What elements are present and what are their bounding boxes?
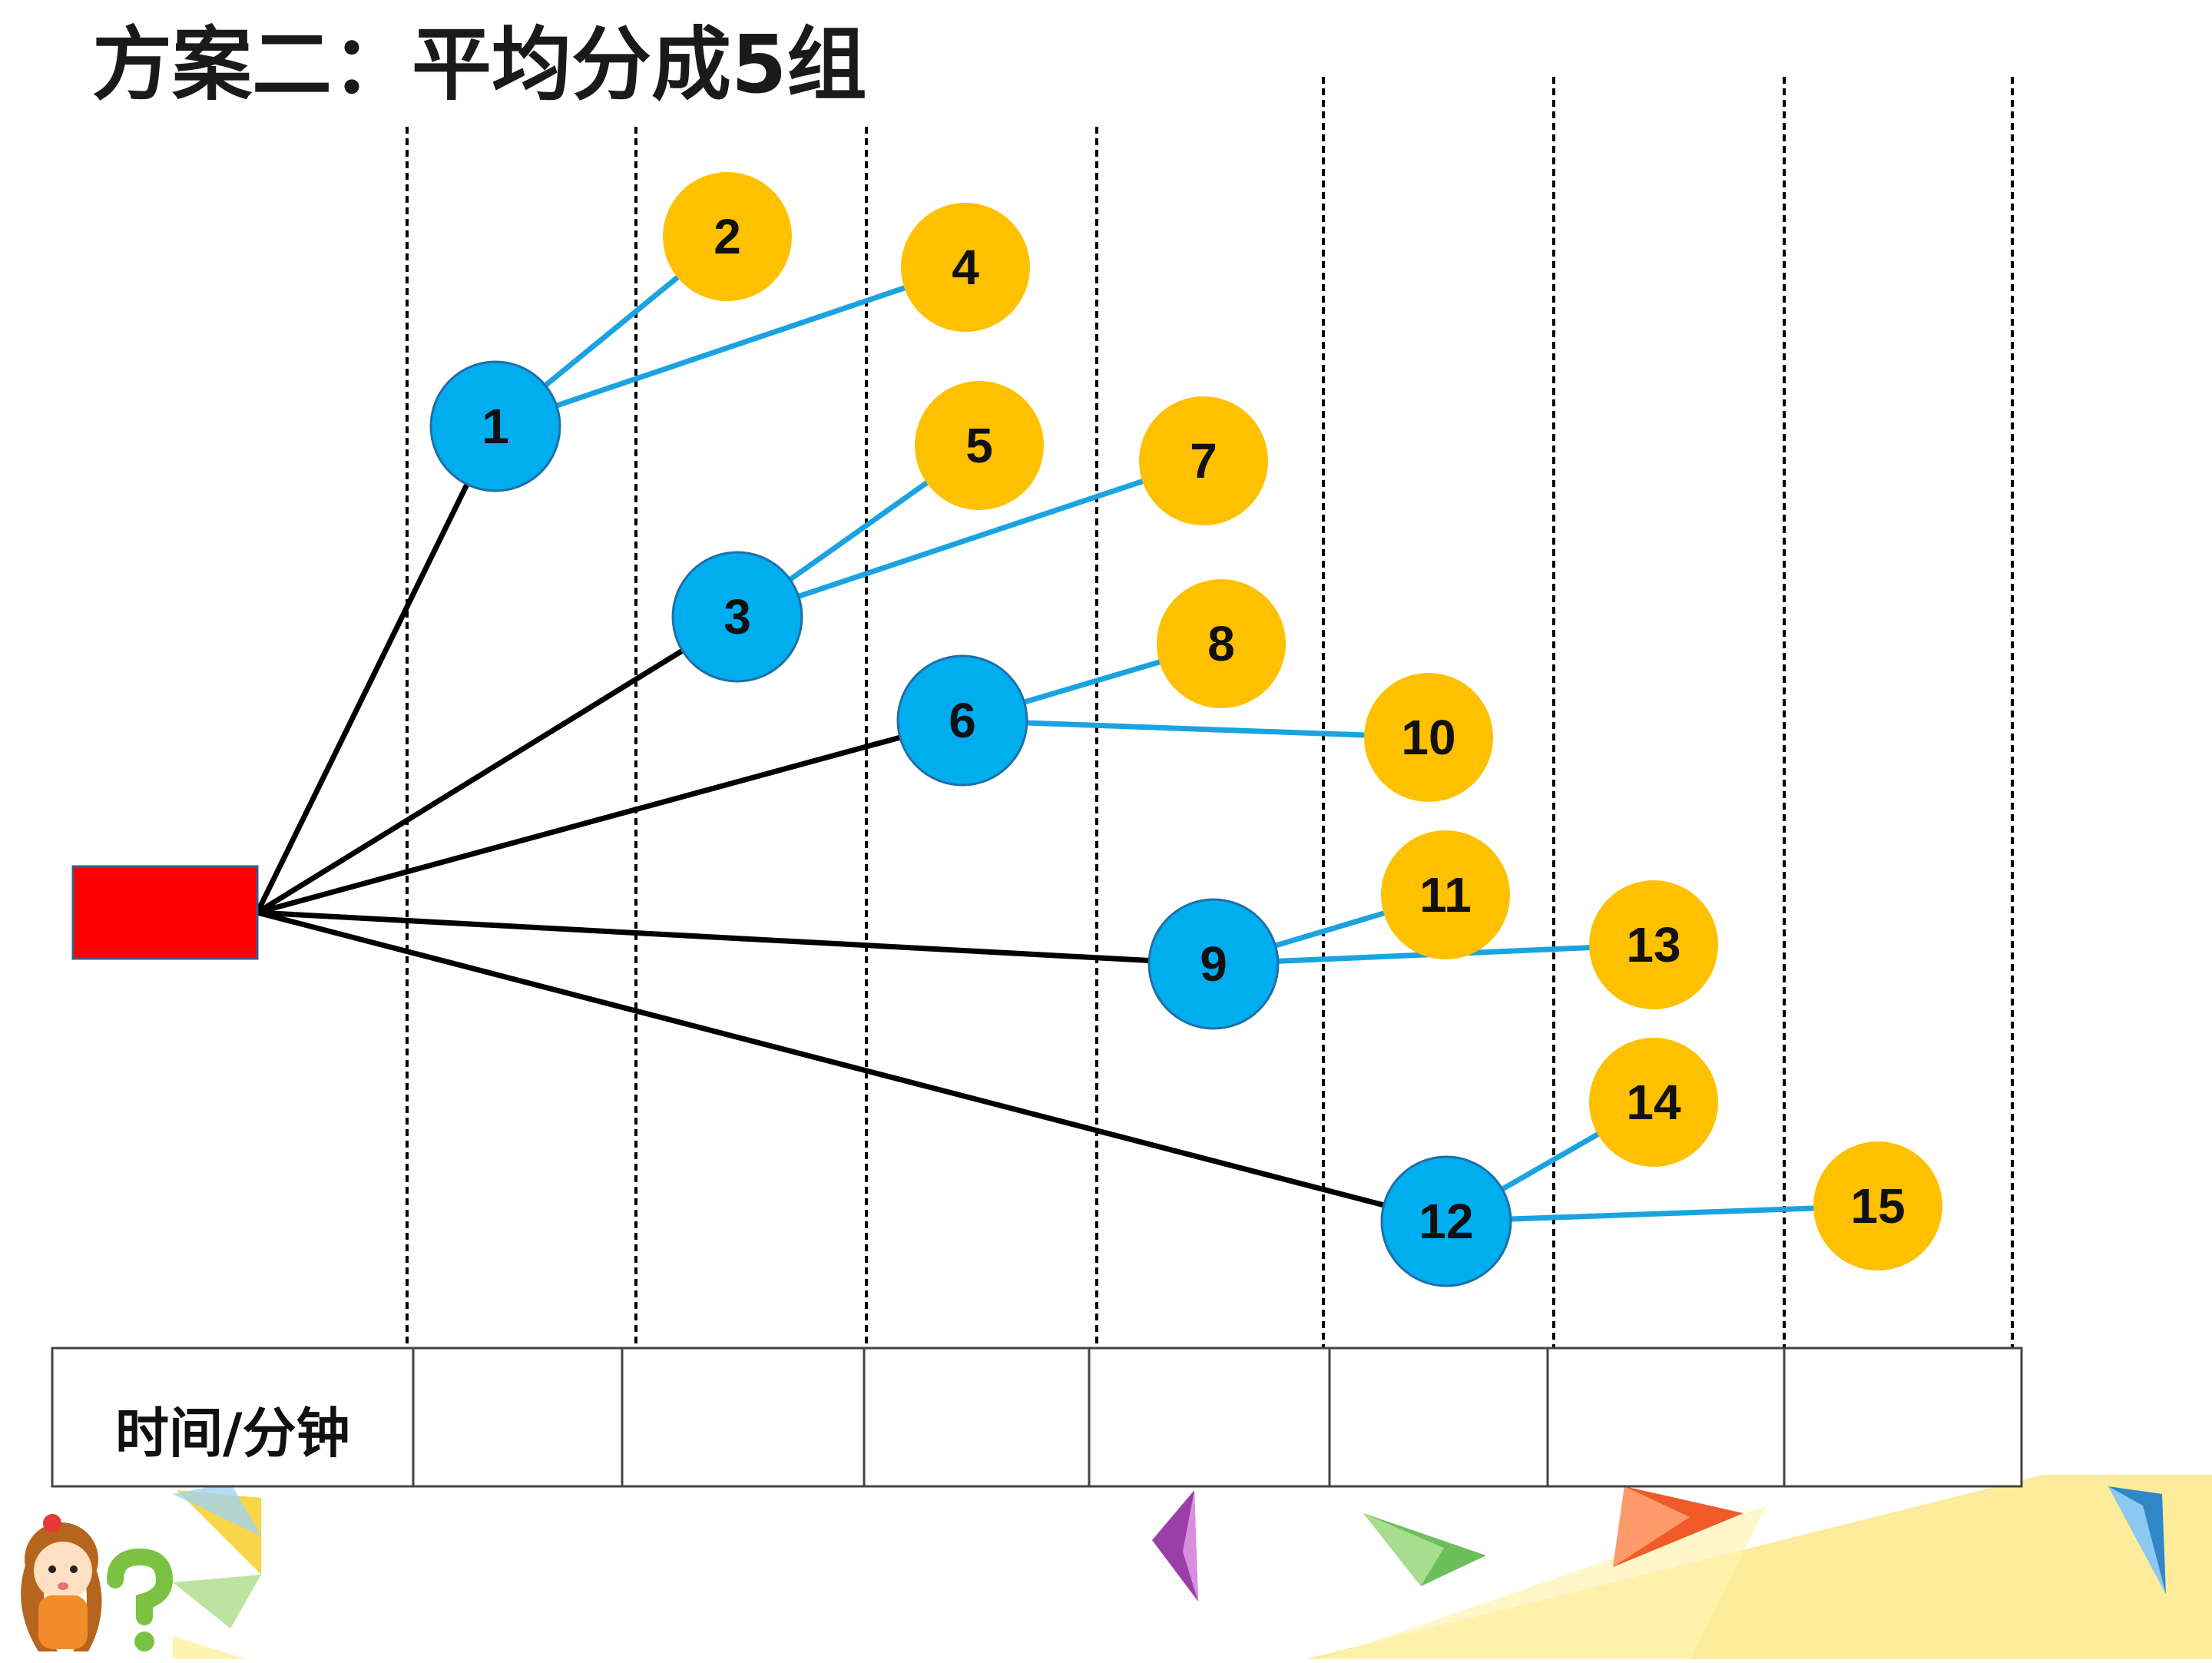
- flag-purple-shade: [1183, 1490, 1198, 1602]
- node-15: 15: [1813, 1141, 1942, 1270]
- node-3: 3: [671, 551, 803, 683]
- flag-left-blue: [173, 1482, 261, 1536]
- node-circle: [1380, 1155, 1512, 1287]
- node-circle: [901, 203, 1030, 332]
- node-circle: [1364, 673, 1493, 802]
- girl-question-mark-icon: [21, 1514, 174, 1651]
- node-circle: [671, 551, 803, 683]
- flag-left-green: [173, 1575, 261, 1628]
- node-circle: [429, 360, 561, 492]
- node-4: 4: [901, 203, 1030, 332]
- connector-12-15: [1445, 1203, 1879, 1224]
- connector-source-6: [257, 717, 963, 916]
- node-label: 9: [1200, 936, 1227, 992]
- node-7: 7: [1139, 396, 1268, 525]
- node-label: 8: [1207, 616, 1235, 671]
- flags-decoration: [173, 1475, 2212, 1659]
- node-circle: [1157, 579, 1286, 708]
- node-12: 12: [1380, 1155, 1512, 1287]
- node-circle: [1813, 1141, 1942, 1270]
- node-label: 2: [714, 209, 741, 264]
- connector-6-10: [962, 717, 1429, 740]
- node-circle: [663, 172, 792, 301]
- node-9: 9: [1147, 898, 1280, 1030]
- node-6: 6: [896, 654, 1028, 787]
- connector-3-7: [736, 458, 1205, 620]
- dashed-time-lines: [406, 77, 2014, 1348]
- node-label: 5: [965, 418, 993, 473]
- node-label: 4: [952, 240, 979, 295]
- node-label: 1: [482, 399, 509, 454]
- node-circle: [1147, 898, 1280, 1030]
- connector-1-4: [494, 264, 967, 429]
- flag-purple: [1152, 1490, 1198, 1602]
- node-label: 14: [1626, 1075, 1681, 1130]
- node-label: 10: [1401, 710, 1455, 765]
- node-1: 1: [429, 360, 561, 492]
- node-label: 6: [949, 693, 976, 748]
- node-11: 11: [1381, 830, 1510, 959]
- connector-source-12: [257, 909, 1447, 1224]
- node-label: 12: [1419, 1194, 1473, 1249]
- node-label: 15: [1850, 1178, 1905, 1234]
- node-14: 14: [1589, 1038, 1718, 1167]
- connector-source-3: [256, 615, 739, 915]
- node-label: 3: [724, 589, 751, 644]
- connector-source-9: [257, 909, 1214, 967]
- node-label: 13: [1626, 917, 1681, 972]
- node-5: 5: [915, 381, 1044, 510]
- connector-source-1: [254, 425, 498, 914]
- node-label: 7: [1190, 433, 1217, 489]
- node-circle: [1589, 1038, 1718, 1167]
- time-label: 时间/分钟: [115, 1402, 350, 1465]
- flag-green-shade: [1363, 1513, 1444, 1586]
- source-box: [71, 865, 259, 960]
- node-8: 8: [1157, 579, 1286, 708]
- time-table-frame: [51, 1347, 2023, 1488]
- node-13: 13: [1589, 880, 1718, 1009]
- node-circle: [915, 381, 1044, 510]
- node-2: 2: [663, 172, 792, 301]
- node-label: 11: [1419, 867, 1472, 923]
- node-10: 10: [1364, 673, 1493, 802]
- node-circle: [896, 654, 1028, 787]
- time-table: [51, 1347, 2023, 1488]
- node-circle: [1589, 880, 1718, 1009]
- flag-orange-shade: [1613, 1486, 1690, 1567]
- flag-blue-shade: [2108, 1486, 2166, 1594]
- node-circle: [1381, 830, 1510, 959]
- flag-left-bottom-yellow: [173, 1636, 246, 1659]
- node-circle: [1139, 396, 1268, 525]
- page-title: 方案二：平均分成5组: [92, 18, 866, 111]
